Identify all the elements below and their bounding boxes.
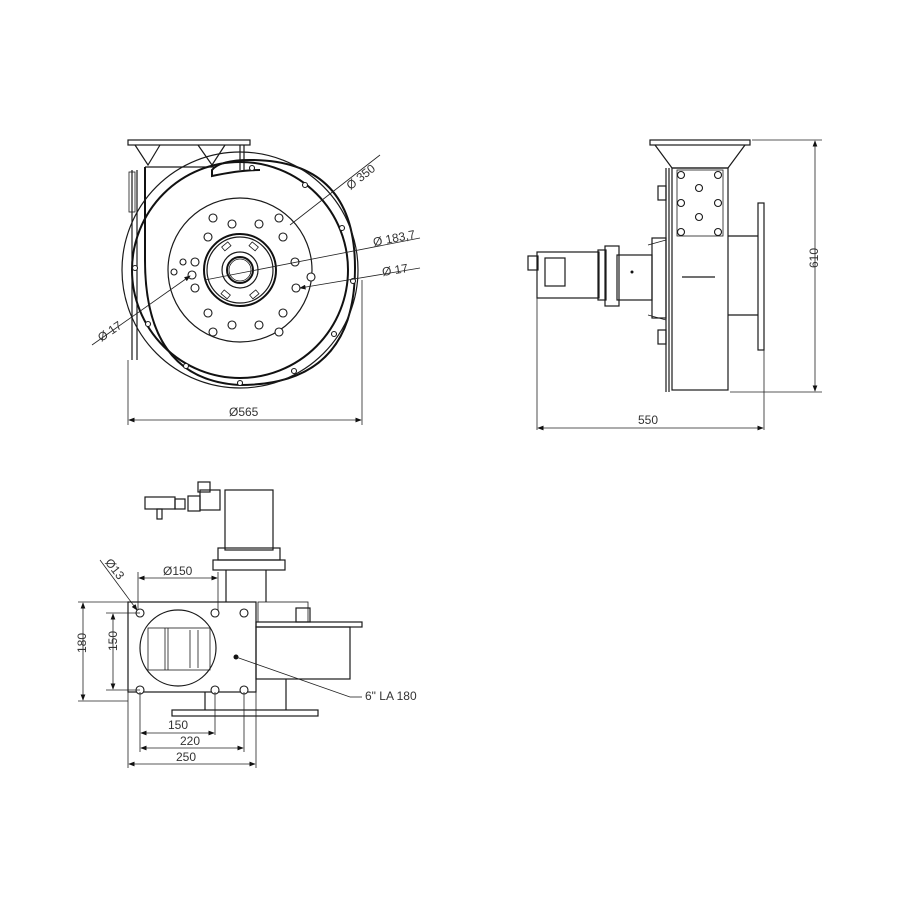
side-view: 550 610 — [527, 139, 822, 431]
fan-housing — [255, 626, 351, 680]
dim-outer-diameter: Ø565 — [229, 405, 259, 419]
dim-hole: Ø13 — [102, 556, 127, 583]
pressure-gauge — [144, 496, 176, 510]
dim-flange-diameter: Ø 350 — [344, 161, 379, 192]
dim-inlet-diameter: Ø150 — [163, 564, 193, 578]
flange-bolt-holes — [170, 213, 316, 337]
flange-circle — [167, 197, 313, 343]
callout-label: 6" LA 180 — [365, 689, 417, 703]
outlet-flange — [127, 139, 251, 146]
dim-width: 550 — [638, 413, 658, 427]
dim-bolt-circle: Ø 183,7 — [372, 227, 417, 249]
motor-body — [536, 251, 600, 299]
hub-circle — [203, 233, 277, 307]
dim-width-220: 220 — [180, 734, 200, 748]
outer-casing-circle — [121, 151, 359, 389]
dim-width-250: 250 — [176, 750, 196, 764]
dim-hole-left: Ø 17 — [95, 318, 125, 344]
dim-height-inner: 150 — [106, 631, 120, 651]
dim-width-150: 150 — [168, 718, 188, 732]
motor — [224, 489, 274, 551]
inlet-circle — [139, 609, 217, 687]
housing-body — [671, 167, 729, 391]
front-view: Ø 350 Ø 183,7 Ø 17 Ø 17 Ø565 — [91, 139, 421, 425]
dim-height: 610 — [807, 248, 821, 268]
casing-bolt-holes — [131, 164, 357, 387]
inlet-plate — [127, 601, 257, 693]
top-view: 6" LA 180 Ø13 Ø150 180 150 150 220 250 — [75, 481, 417, 768]
inlet-flange — [757, 202, 765, 351]
dim-hole-right: Ø 17 — [381, 261, 409, 279]
dim-height-outer: 180 — [75, 633, 89, 653]
scroll-housing — [144, 158, 357, 387]
